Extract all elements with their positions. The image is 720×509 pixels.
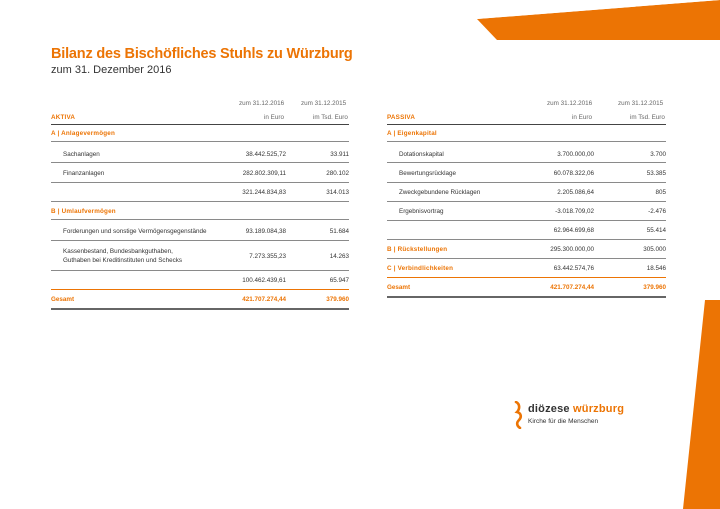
logo-name-part2: würzburg: [573, 403, 625, 415]
passiva-total-label: Gesamt: [387, 284, 411, 291]
passiva-table: zum 31.12.2016 zum 31.12.2015 PASSIVA in…: [387, 100, 666, 300]
passiva-section-c-v1: 63.442.574,76: [553, 265, 594, 272]
passiva-section-b-label: B | Rückstellungen: [387, 246, 448, 253]
aktiva-col2-unit: im Tsd. Euro: [313, 114, 348, 121]
passiva-subtotal-a-v2: 55.414: [646, 227, 666, 234]
aktiva-total-label: Gesamt: [51, 296, 75, 303]
aktiva-row-label: Finanzanlagen: [63, 170, 105, 177]
passiva-row-v2: 53.385: [646, 170, 666, 177]
logo-tagline: Kirche für die Menschen: [528, 418, 599, 425]
passiva-row-label: Dotationskapital: [399, 151, 444, 158]
passiva-section-c-v2: 18.546: [646, 265, 666, 272]
logo-name-part1: diözese: [528, 403, 570, 415]
aktiva-row-label-line2: Guthaben bei Kreditinstituten und Scheck…: [63, 257, 183, 264]
passiva-row-v1: 2.205.086,64: [557, 189, 594, 196]
aktiva-row-label: Sachanlagen: [63, 151, 100, 158]
aktiva-row-v1: 7.273.355,23: [249, 253, 286, 260]
passiva-col1-date: zum 31.12.2016: [547, 100, 593, 107]
passiva-total-v2: 379.960: [643, 284, 666, 291]
passiva-section-b-v1: 295.300.000,00: [550, 246, 594, 253]
orange-edge-shape-right: [683, 300, 720, 509]
aktiva-col1-date: zum 31.12.2016: [239, 100, 285, 107]
aktiva-row-label: Forderungen und sonstige Vermögensgegens…: [63, 228, 207, 235]
aktiva-row-v1: 93.189.084,38: [245, 228, 286, 235]
passiva-row-v1: -3.018.709,02: [555, 208, 594, 215]
aktiva-col2-date: zum 31.12.2015: [301, 100, 347, 107]
passiva-section-b-v2: 305.000: [643, 246, 666, 253]
passiva-col2-unit: im Tsd. Euro: [630, 114, 665, 121]
aktiva-subtotal-b-v1: 100.462.439,61: [242, 277, 286, 284]
passiva-row-v2: -2.476: [648, 208, 666, 215]
aktiva-row-v2: 280.102: [326, 170, 349, 177]
passiva-row-label: Zweckgebundene Rücklagen: [399, 189, 481, 196]
passiva-section-a: A | Eigenkapital: [387, 130, 437, 137]
passiva-row-v1: 3.700.000,00: [557, 151, 594, 158]
passiva-row-v2: 3.700: [650, 151, 666, 158]
aktiva-col1-unit: in Euro: [264, 114, 284, 121]
logo-mark-icon: [514, 401, 523, 429]
aktiva-subtotal-a-v1: 321.244.834,83: [242, 189, 286, 196]
passiva-row-label: Bewertungsrücklage: [399, 170, 457, 177]
passiva-row-v1: 60.078.322,06: [553, 170, 594, 177]
aktiva-subtotal-a-v2: 314.013: [326, 189, 349, 196]
aktiva-section-b: B | Umlaufvermögen: [51, 208, 116, 215]
aktiva-heading: AKTIVA: [51, 114, 76, 121]
passiva-col2-date: zum 31.12.2015: [618, 100, 664, 107]
passiva-row-v2: 805: [655, 189, 666, 196]
aktiva-row-v2: 33.911: [330, 151, 349, 158]
aktiva-row-v2: 51.684: [329, 228, 349, 235]
passiva-subtotal-a-v1: 62.964.699,68: [553, 227, 594, 234]
aktiva-section-a: A | Anlagevermögen: [51, 130, 116, 137]
aktiva-table: zum 31.12.2016 zum 31.12.2015 AKTIVA in …: [51, 100, 349, 315]
passiva-heading: PASSIVA: [387, 114, 416, 121]
aktiva-row-v1: 38.442.525,72: [245, 151, 286, 158]
aktiva-subtotal-b-v2: 65.947: [329, 277, 349, 284]
logo-name: diözese würzburg: [528, 403, 624, 415]
passiva-section-c-label: C | Verbindlichkeiten: [387, 265, 454, 272]
passiva-total-v1: 421.707.274,44: [550, 284, 594, 291]
aktiva-row-v2: 14.263: [329, 253, 349, 260]
passiva-col1-unit: in Euro: [572, 114, 592, 121]
passiva-row-label: Ergebnisvortrag: [399, 208, 444, 215]
aktiva-total-v1: 421.707.274,44: [242, 296, 286, 303]
page-subtitle: zum 31. Dezember 2016: [51, 64, 172, 76]
aktiva-row-label: Kassenbestand, Bundesbankguthaben,: [63, 248, 173, 255]
page-title: Bilanz des Bischöfliches Stuhls zu Würzb…: [51, 46, 353, 62]
aktiva-row-v1: 282.802.309,11: [242, 170, 286, 177]
orange-corner-shape-top: [477, 0, 720, 40]
aktiva-total-v2: 379.960: [326, 296, 349, 303]
